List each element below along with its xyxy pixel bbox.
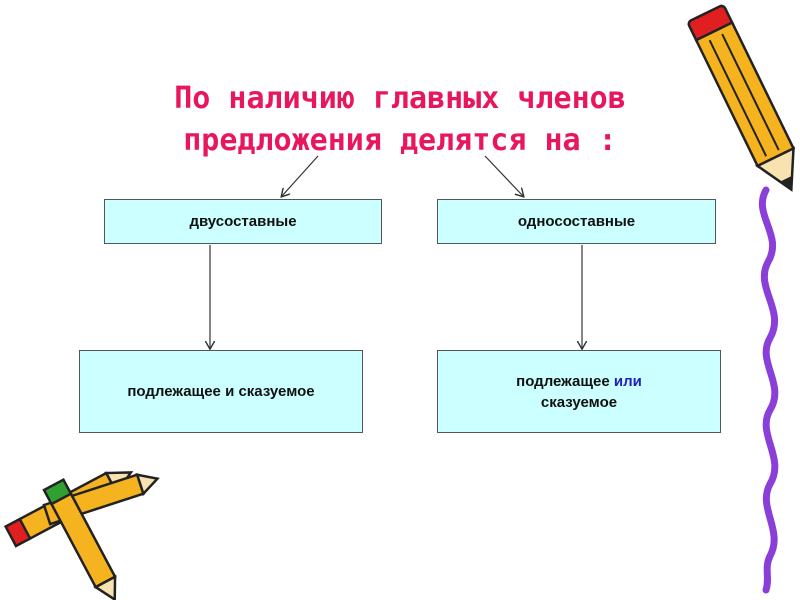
box-two-part: двусоставные	[104, 199, 382, 244]
box-one-part-desc: подлежащее или сказуемое	[437, 350, 721, 433]
box-two-part-desc-label: подлежащее и сказуемое	[127, 383, 315, 400]
squiggle-line	[758, 186, 779, 594]
box-one-part-label: односоставные	[517, 213, 636, 230]
crayon-icon	[42, 477, 117, 600]
box-one-part: односоставные	[437, 199, 716, 244]
box-one-part-desc-text: подлежащее или сказуемое	[516, 371, 642, 413]
title-line-2: предложения делятся на :	[183, 123, 617, 158]
box-two-part-label: двусоставные	[189, 213, 297, 230]
desc-word-predicate: сказуемое	[540, 393, 618, 411]
arrow-to-two-part	[282, 155, 319, 196]
title-line-1: По наличию главных членов	[174, 81, 626, 116]
desc-connector-word: или	[613, 372, 642, 390]
box-two-part-desc: подлежащее и сказуемое	[79, 350, 363, 433]
pencil-icon	[687, 4, 796, 192]
arrow-to-one-part	[484, 155, 523, 196]
page-title: По наличию главных членов предложения де…	[120, 78, 680, 162]
desc-word-subject: подлежащее	[516, 372, 610, 390]
